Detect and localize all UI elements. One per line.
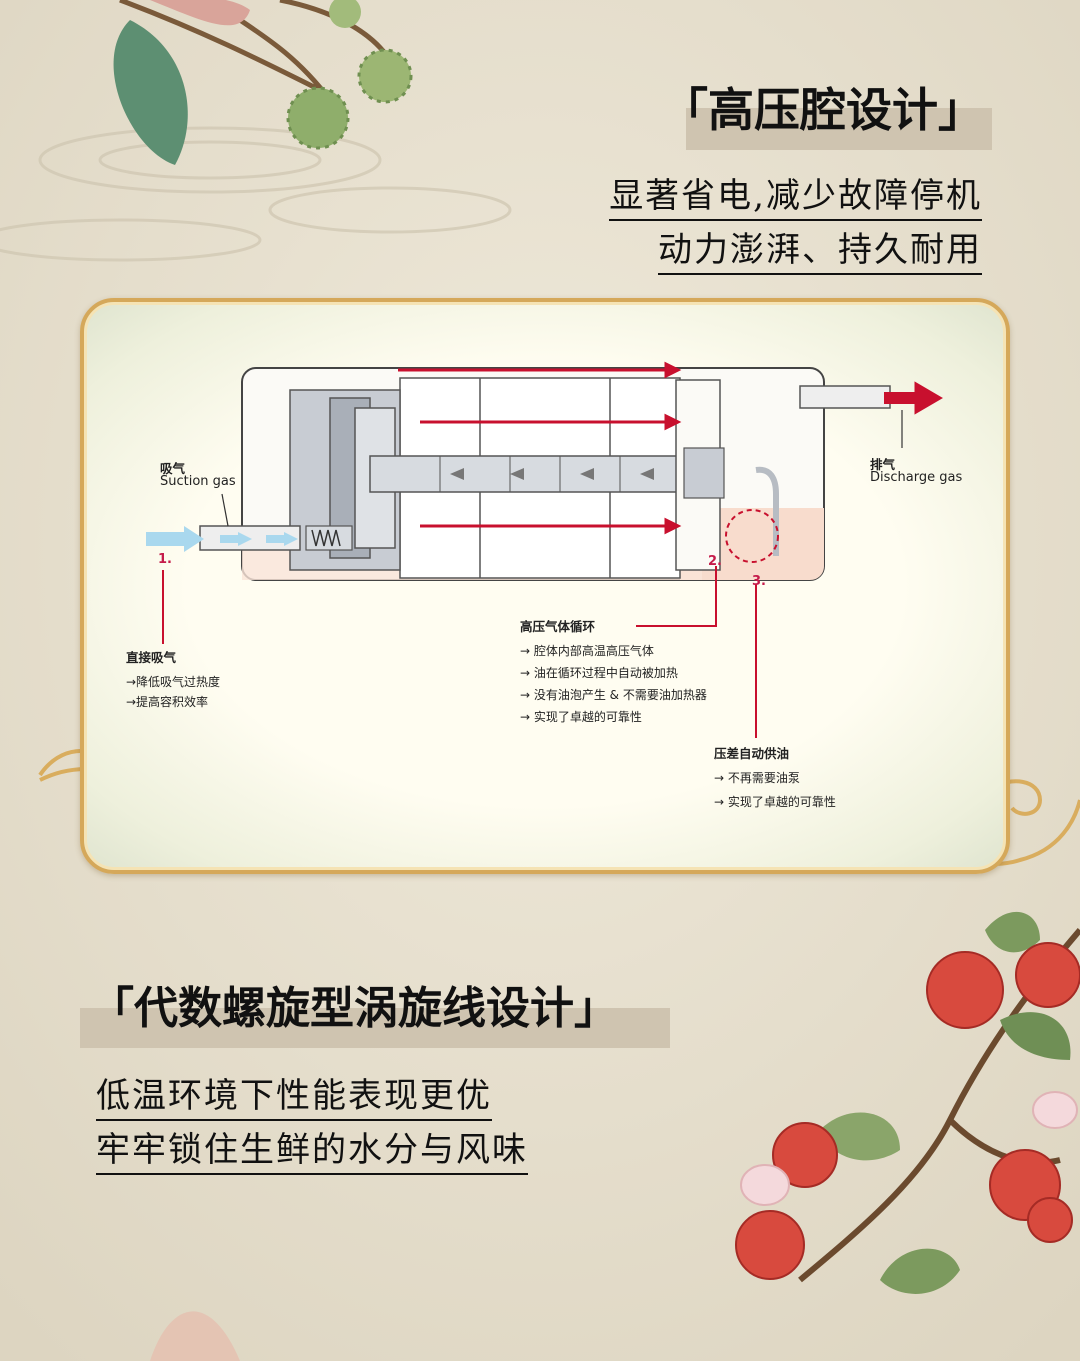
marker-1: 1.	[158, 552, 172, 567]
benefit-line-2: 动力澎湃、持久耐用	[658, 222, 982, 275]
title-band-2	[80, 1008, 670, 1048]
annotation-item: → 没有油泡产生 & 不需要油加热器	[520, 688, 707, 702]
suction-label-cn: 吸气	[160, 461, 186, 476]
lychee-branch	[735, 911, 1080, 1294]
title-band-1	[686, 108, 992, 150]
marker-3: 3.	[752, 574, 766, 589]
annotation-item: → 实现了卓越的可靠性	[520, 710, 642, 724]
annotation-pressure-oil-supply: 压差自动供油 → 不再需要油泵 → 实现了卓越的可靠性	[714, 742, 836, 814]
annotation-title: 压差自动供油	[714, 746, 790, 761]
discharge-label-cn: 排气	[870, 457, 896, 472]
annotation-item: →降低吸气过热度	[126, 675, 221, 689]
marker-2: 2.	[708, 554, 722, 569]
annotation-item: → 油在循环过程中自动被加热	[520, 666, 678, 680]
section-title-high-pressure: 「高压腔设计」	[662, 83, 984, 137]
annotation-item: → 不再需要油泵	[714, 771, 800, 785]
annotation-title: 高压气体循环	[520, 619, 596, 634]
section-title-spiral-scroll: 「代数螺旋型涡旋线设计」	[90, 983, 618, 1034]
suction-label-en: Suction gas	[160, 474, 236, 489]
annotation-item: →提高容积效率	[126, 695, 209, 709]
annotation-item: → 腔体内部高温高压气体	[520, 644, 654, 658]
annotation-direct-suction: 直接吸气 →降低吸气过热度 →提高容积效率	[126, 648, 220, 712]
annotation-title: 直接吸气	[126, 650, 177, 665]
annotation-high-pressure-cycle: 高压气体循环 → 腔体内部高温高压气体 → 油在循环过程中自动被加热 → 没有油…	[520, 616, 707, 728]
compressor-cutaway	[146, 361, 943, 738]
benefit-line-4: 牢牢锁住生鲜的水分与风味	[96, 1122, 528, 1175]
compressor-diagram: 吸气 Suction gas 排气 Discharge gas 1. 2. 3.…	[80, 298, 1002, 866]
benefit-line-3: 低温环境下性能表现更优	[96, 1068, 492, 1121]
discharge-label-en: Discharge gas	[870, 470, 963, 485]
branch-top-left	[113, 0, 413, 165]
benefit-line-1: 显著省电,减少故障停机	[609, 168, 982, 221]
annotation-item: → 实现了卓越的可靠性	[714, 795, 836, 809]
